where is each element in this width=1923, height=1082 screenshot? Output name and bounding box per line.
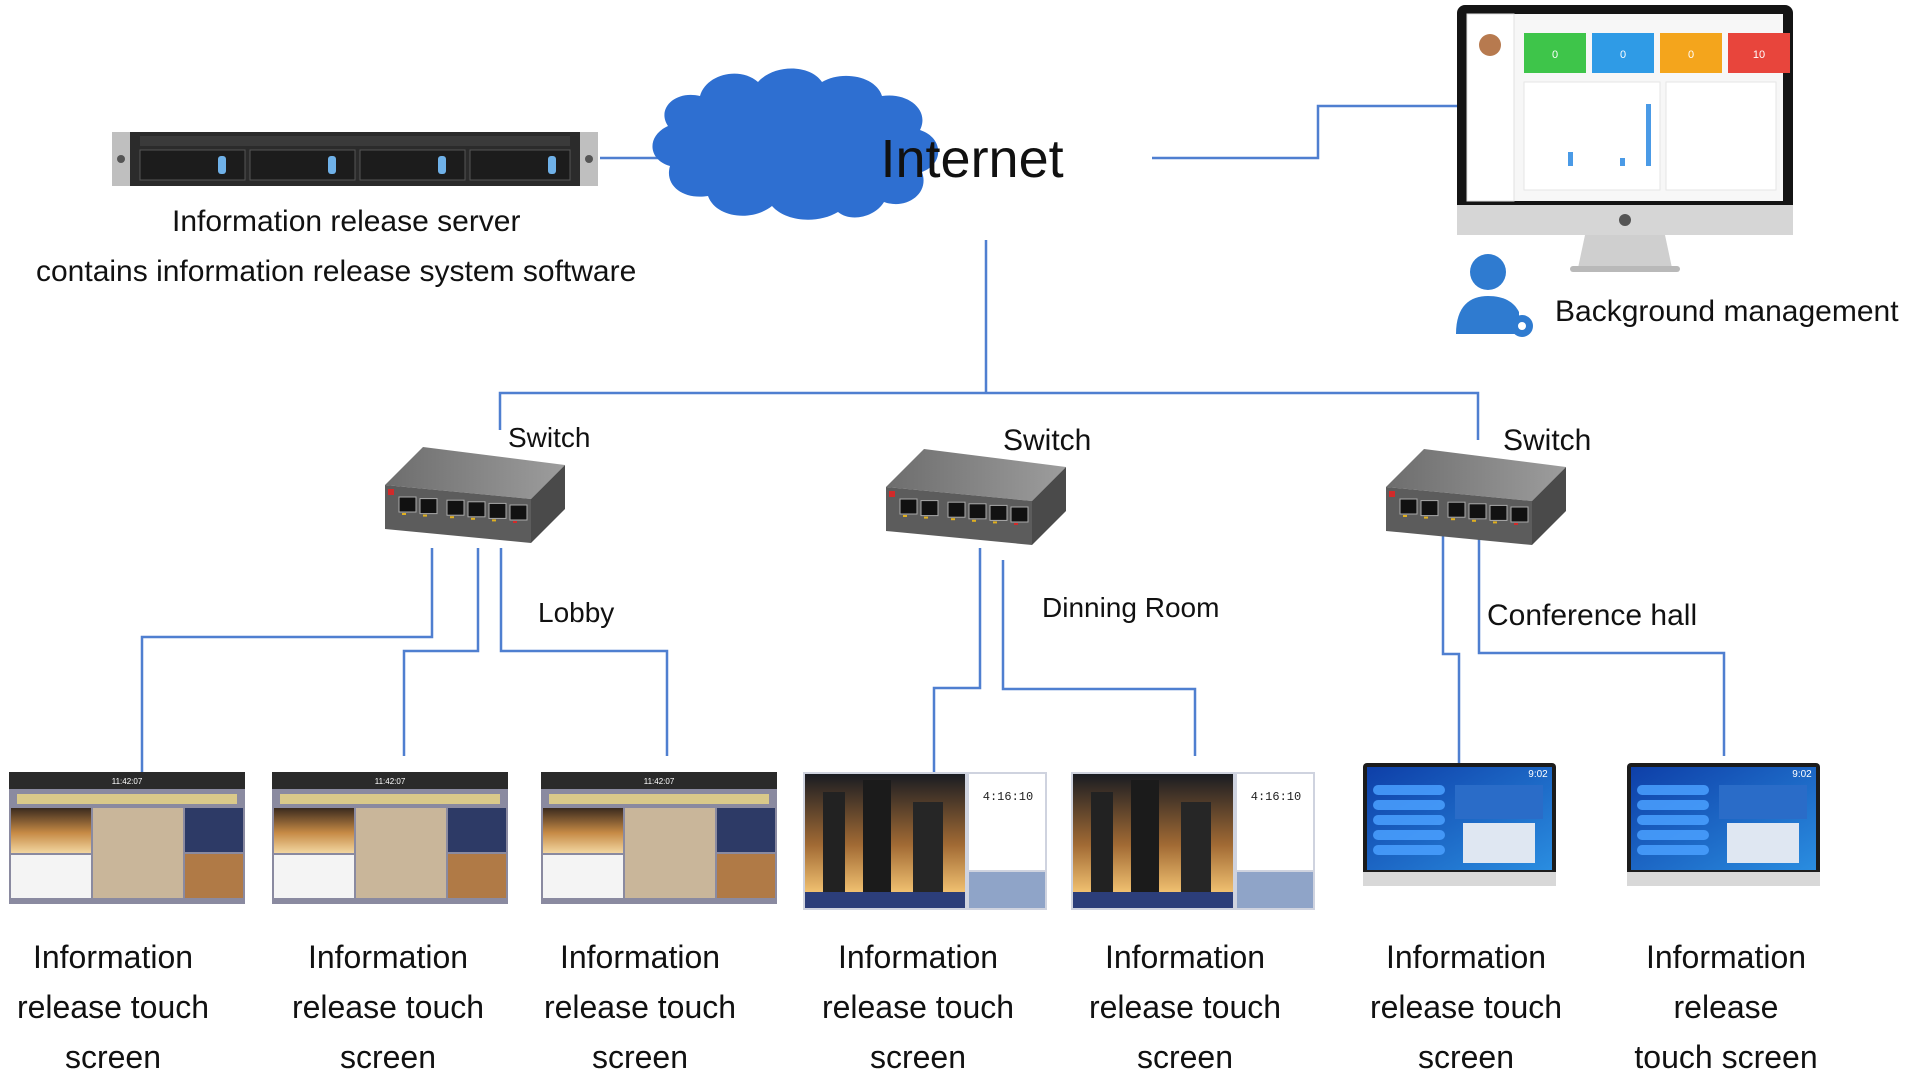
stat-tile	[1660, 33, 1722, 73]
screen-caption-line: screen	[591, 1039, 689, 1075]
stat-tile	[1592, 33, 1654, 73]
touch-screen-image: 11:42:07	[272, 772, 508, 904]
screen-caption-line: Information	[559, 939, 721, 975]
server-caption-line1: Information release server	[172, 205, 521, 238]
server-caption-line2: contains information release system soft…	[36, 255, 637, 288]
network-switch-icon	[1386, 449, 1566, 545]
touch-screen-image: 11:42:07	[9, 772, 245, 904]
switch-label: Switch	[508, 422, 591, 453]
stat-value: 10	[1753, 49, 1765, 61]
svg-text:9:02: 9:02	[1528, 769, 1548, 780]
link-line	[140, 548, 434, 772]
screen-caption-line: Information	[1645, 939, 1807, 975]
svg-text:11:42:07: 11:42:07	[112, 777, 143, 786]
screen-caption: Information release touch screen	[1606, 932, 1846, 1082]
link-line	[499, 548, 669, 756]
stat-tile	[1524, 33, 1586, 73]
touch-screen-image: 11:42:07	[541, 772, 777, 904]
screen-caption-line: screen	[64, 1039, 162, 1075]
svg-text:9:02: 9:02	[1792, 769, 1812, 780]
internet-cloud-icon	[652, 68, 939, 220]
screen-caption-line: release touch	[16, 989, 210, 1025]
admin-caption: Background management	[1555, 295, 1899, 328]
touch-screen-image: 4:16:10	[1071, 772, 1315, 910]
zone-label-conference-hall: Conference hall	[1487, 599, 1698, 632]
screen-caption: Information release touch screen	[0, 932, 233, 1082]
network-switch-icon	[385, 447, 565, 543]
switch-label: Switch	[1003, 424, 1092, 457]
stat-value: 0	[1620, 49, 1626, 61]
stat-value: 0	[1552, 49, 1558, 61]
screen-caption-line: Information	[307, 939, 469, 975]
stat-tile	[1728, 33, 1790, 73]
link-line	[402, 548, 480, 756]
screen-caption: Information release touch screen	[1346, 932, 1586, 1082]
svg-text:4:16:10: 4:16:10	[1251, 790, 1301, 804]
screen-caption-line: release touch	[1088, 989, 1282, 1025]
screen-caption-line: release touch	[543, 989, 737, 1025]
touch-screen-image: 9:02	[1363, 763, 1556, 886]
screen-caption-line: screen	[869, 1039, 967, 1075]
admin-user-icon	[1456, 254, 1533, 337]
screen-caption-line: release	[1673, 989, 1779, 1025]
svg-text:11:42:07: 11:42:07	[375, 777, 406, 786]
zone-label-dinning-room: Dinning Room	[1042, 592, 1220, 623]
screen-caption-line: release touch	[291, 989, 485, 1025]
network-switch-icon	[886, 449, 1066, 545]
screen-caption-line: release touch	[1369, 989, 1563, 1025]
screen-caption-line: Information	[1385, 939, 1547, 975]
touch-screen-image: 4:16:10	[803, 772, 1047, 910]
touch-screen-image: 9:02	[1627, 763, 1820, 886]
screen-caption-line: touch screen	[1634, 1039, 1818, 1075]
link-line	[932, 548, 982, 772]
screen-caption: Information release touch screen	[268, 932, 508, 1082]
link-line	[498, 391, 1480, 440]
zone-label-lobby: Lobby	[538, 597, 615, 628]
screen-caption-line: release touch	[821, 989, 1015, 1025]
link-line	[1152, 104, 1457, 160]
server-icon	[112, 132, 598, 186]
screen-caption-line: Information	[1104, 939, 1266, 975]
svg-text:4:16:10: 4:16:10	[983, 790, 1033, 804]
link-line	[1477, 536, 1726, 756]
connection-lines	[140, 104, 1726, 772]
internet-label: Internet	[880, 129, 1064, 189]
screen-caption-line: screen	[1136, 1039, 1234, 1075]
svg-text:11:42:07: 11:42:07	[644, 777, 675, 786]
screen-caption-line: Information	[837, 939, 999, 975]
link-line	[1441, 536, 1461, 772]
link-line	[1001, 560, 1197, 756]
switch-label: Switch	[1503, 424, 1592, 457]
screen-caption-line: screen	[339, 1039, 437, 1075]
screen-caption-line: Information	[32, 939, 194, 975]
stat-value: 0	[1688, 49, 1694, 61]
monitor-icon: 0 0 0 10	[1457, 5, 1793, 272]
screen-caption: Information release touch screen	[1065, 932, 1305, 1082]
screen-caption: Information release touch screen	[520, 932, 760, 1082]
screen-caption-line: screen	[1417, 1039, 1515, 1075]
screen-caption: Information release touch screen	[798, 932, 1038, 1082]
